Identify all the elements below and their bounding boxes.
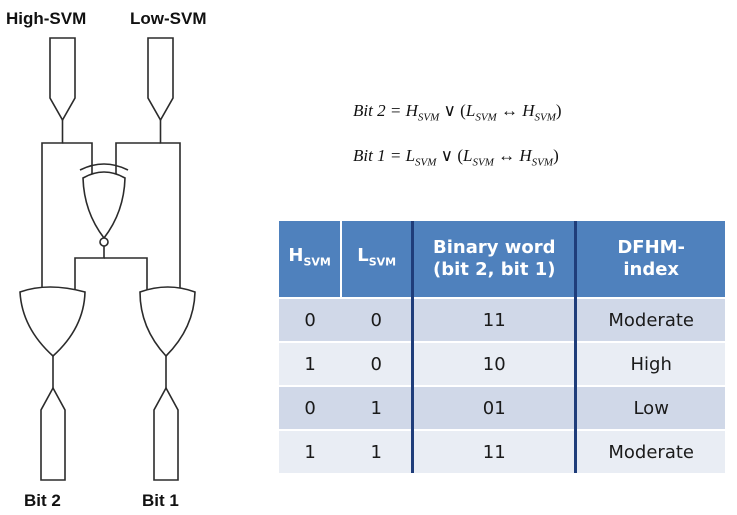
cell-h: 1 <box>279 341 342 386</box>
or-gate-bit1 <box>139 286 196 358</box>
cell-binary-word: 11 <box>411 429 576 473</box>
header-binary-word: Binary word(bit 2, bit 1) <box>411 221 576 298</box>
truth-table: HSVM LSVM Binary word(bit 2, bit 1) DFHM… <box>279 221 725 473</box>
cell-l: 1 <box>341 385 413 430</box>
cell-dfhm-index: High <box>574 341 725 386</box>
table-row: 1 0 10 High <box>279 341 725 386</box>
header-l-svm: LSVM <box>340 221 413 298</box>
cell-dfhm-index: Moderate <box>574 429 725 473</box>
table-header-row: HSVM LSVM Binary word(bit 2, bit 1) DFHM… <box>279 221 725 298</box>
xnor-gate <box>79 163 129 247</box>
output-label-bit1: Bit 1 <box>142 491 179 510</box>
output-pin-bit1 <box>153 386 179 481</box>
output-label-bit2: Bit 2 <box>24 491 61 510</box>
cell-dfhm-index: Moderate <box>574 297 725 342</box>
table-row: 0 1 01 Low <box>279 385 725 430</box>
cell-dfhm-index: Low <box>574 385 725 430</box>
header-dfhm-index: DFHM-index <box>574 221 725 298</box>
xnor-output-wires <box>74 246 148 297</box>
table-row: 0 0 11 Moderate <box>279 297 725 342</box>
input-label-high-svm: High-SVM <box>6 9 86 28</box>
or-gate-bit2 <box>19 286 86 358</box>
output-wires <box>52 356 167 388</box>
header-h-svm: HSVM <box>279 221 342 298</box>
equation-bit2: Bit 2 = HSVM ∨ (LSVM ↔ HSVM) <box>353 101 562 124</box>
cell-l: 0 <box>341 341 413 386</box>
cell-binary-word: 11 <box>411 297 576 342</box>
table-row: 1 1 11 Moderate <box>279 429 725 473</box>
logic-circuit-diagram: High-SVM Low-SVM Bit 2 Bit 1 <box>6 9 207 510</box>
output-pin-bit2 <box>40 386 66 481</box>
cell-binary-word: 01 <box>411 385 576 430</box>
input-label-low-svm: Low-SVM <box>130 9 207 28</box>
input-wires <box>41 120 181 295</box>
cell-h: 0 <box>279 297 342 342</box>
cell-l: 1 <box>341 429 413 473</box>
cell-binary-word: 10 <box>411 341 576 386</box>
cell-h: 1 <box>279 429 342 473</box>
cell-l: 0 <box>341 297 413 342</box>
cell-h: 0 <box>279 385 342 430</box>
input-pin-high-svm <box>49 37 76 122</box>
equation-bit1: Bit 1 = LSVM ∨ (LSVM ↔ HSVM) <box>353 146 559 169</box>
input-pin-low-svm <box>147 37 174 122</box>
